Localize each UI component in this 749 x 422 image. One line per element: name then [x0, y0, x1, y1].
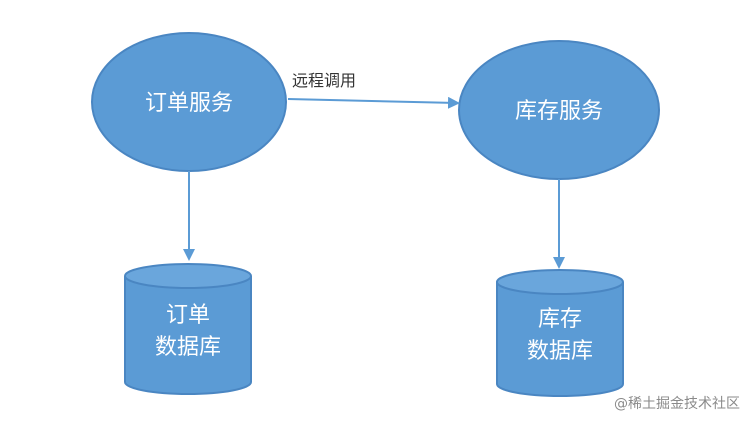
remote-call-arrow [287, 96, 460, 109]
order-db-cylinder-top [124, 263, 252, 289]
inventory-db-node: 库存 数据库 [496, 269, 624, 397]
order-db-cylinder-body [124, 276, 252, 395]
inventory-service-node: 库存服务 [458, 40, 660, 180]
order-service-label: 订单服务 [145, 91, 233, 116]
watermark-text: @稀土掘金技术社区 [614, 396, 740, 412]
order-db-label-line1: 订单 [166, 303, 210, 328]
inventory-service-label: 库存服务 [515, 99, 603, 124]
order-db-node: 订单 数据库 [124, 263, 252, 395]
inventory-db-label-line1: 库存 [538, 307, 582, 332]
remote-call-edge: 远程调用 [287, 71, 460, 109]
inventory-db-label-line2: 数据库 [527, 339, 593, 364]
inventory-db-cylinder-body [496, 282, 624, 397]
inventory-db-cylinder-top [496, 269, 624, 295]
order-service-node: 订单服务 [91, 32, 287, 172]
order-db-label-line2: 数据库 [155, 335, 221, 360]
remote-call-label: 远程调用 [292, 71, 356, 90]
